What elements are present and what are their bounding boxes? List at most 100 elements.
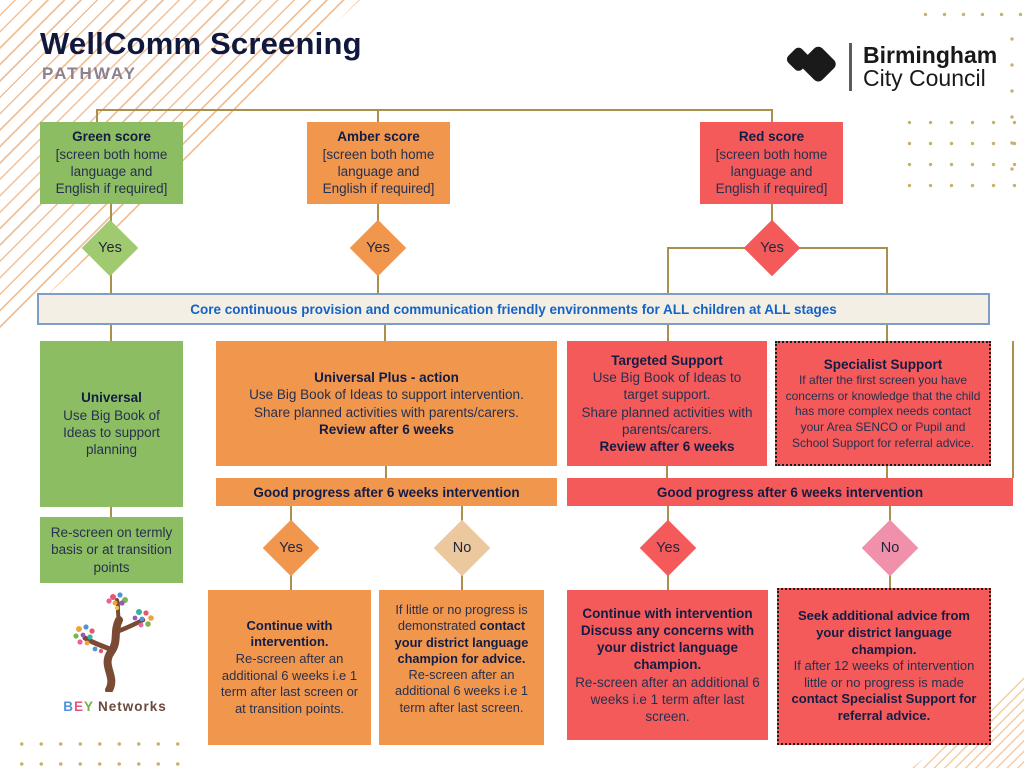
yes-label: Yes (98, 240, 122, 256)
amber-score-body: [screen both home language and English i… (322, 146, 435, 197)
amber-progress-no-diamond: No (434, 520, 490, 576)
connector (290, 575, 292, 590)
amber-score-title: Amber score (337, 129, 420, 145)
connector (96, 109, 98, 123)
rescreen-green-box: Re-screen on termly basis or at transiti… (40, 517, 183, 583)
page-title: WellComm Screening (40, 26, 362, 61)
green-yes-diamond: Yes (82, 220, 138, 276)
outcome-red-no-mid: If after 12 weeks of intervention little… (793, 658, 975, 690)
outcome-amber-yes-bold: Continue with intervention. (246, 617, 333, 650)
specialist-body: If after the first screen you have conce… (785, 373, 981, 450)
heart-logo-icon (786, 46, 836, 82)
connector (110, 325, 112, 341)
connector (886, 247, 888, 293)
connector (385, 466, 387, 478)
outcome-amber-no-rest: Re-screen after an additional 6 weeks i.… (394, 667, 529, 715)
connector-top-bus (97, 109, 773, 111)
progress-bar-red: Good progress after 6 weeks intervention (567, 478, 1013, 506)
connector (667, 575, 669, 590)
amber-progress-yes-diamond: Yes (263, 520, 319, 576)
amber-score-box: Amber score [screen both home language a… (307, 122, 450, 204)
universal-plus-line3: Review after 6 weeks (318, 421, 455, 437)
specialist-title: Specialist Support (823, 356, 943, 372)
universal-plus-title: Universal Plus - action (314, 369, 459, 385)
connector (667, 247, 747, 249)
connector (666, 466, 668, 478)
banner-text: Core continuous provision and communicat… (190, 301, 837, 317)
dot-pattern-right-block (899, 112, 1021, 188)
yes-label: Yes (656, 540, 680, 556)
universal-title: Universal (81, 390, 142, 406)
connector (461, 506, 463, 523)
no-label: No (880, 540, 900, 556)
birmingham-city-council-logo: Birmingham City Council (786, 38, 997, 96)
connector (771, 203, 773, 223)
universal-plus-line1: Use Big Book of Ideas to support interve… (249, 387, 524, 403)
red-progress-yes-diamond: Yes (640, 520, 696, 576)
targeted-support-box: Targeted Support Use Big Book of Ideas t… (567, 341, 767, 466)
connector (110, 273, 112, 293)
dot-pattern-bottom-left (12, 734, 194, 767)
outcome-red-no-bold2: contact Specialist Support for referral … (791, 691, 977, 724)
universal-body: Use Big Book of Ideas to support plannin… (63, 407, 160, 458)
outcome-amber-no-box: If little or no progress is demonstrated… (379, 590, 544, 745)
connector (771, 109, 773, 123)
outcome-amber-yes-rest: Re-screen after an additional 6 weeks i.… (220, 650, 359, 716)
red-score-title: Red score (738, 129, 805, 145)
red-score-box: Red score [screen both home language and… (700, 122, 843, 204)
connector (798, 247, 888, 249)
brand-text: Birmingham City Council (863, 41, 998, 91)
outcome-red-no-bold1: Seek additional advice from your distric… (798, 608, 970, 657)
tree-logo-icon (73, 592, 154, 694)
outcome-red-yes-bold: Continue with intervention Discuss any c… (580, 605, 755, 673)
amber-yes-diamond: Yes (350, 220, 406, 276)
green-score-box: Green score [screen both home language a… (40, 122, 183, 204)
connector (886, 325, 888, 341)
connector (886, 466, 888, 478)
brand-line1: Birmingham (863, 41, 998, 68)
outcome-amber-yes-box: Continue with intervention. Re-screen af… (208, 590, 371, 745)
green-score-body: [screen both home language and English i… (55, 146, 168, 197)
connector (667, 247, 669, 293)
connector (377, 109, 379, 123)
progress-bar-amber: Good progress after 6 weeks intervention (216, 478, 557, 506)
connector (377, 273, 379, 293)
brand-line2: City Council (863, 65, 986, 91)
yes-label: Yes (279, 540, 303, 556)
yes-label: Yes (760, 240, 784, 256)
targeted-line2: Share planned activities with parents/ca… (581, 404, 753, 437)
connector-right-edge (1012, 341, 1014, 478)
outcome-red-no-body: If after 12 weeks of intervention little… (787, 658, 981, 725)
red-progress-no-diamond: No (862, 520, 918, 576)
targeted-line1: Use Big Book of Ideas to target support. (592, 369, 742, 403)
logo-divider (849, 43, 852, 91)
connector (889, 506, 891, 523)
bey-letter-e: E (73, 699, 84, 714)
red-score-body: [screen both home language and English i… (715, 146, 828, 197)
outcome-amber-no-bold: contact your district language champion … (394, 618, 529, 666)
targeted-title: Targeted Support (611, 352, 723, 368)
outcome-amber-no-pre: If little or no progress is demonstrated (395, 602, 528, 634)
targeted-line3: Review after 6 weeks (599, 439, 735, 455)
outcome-red-yes-box: Continue with intervention Discuss any c… (567, 590, 768, 740)
connector (889, 575, 891, 588)
connector (290, 506, 292, 523)
bey-letter-y: Y (83, 699, 94, 714)
rescreen-green-text: Re-screen on termly basis or at transiti… (50, 525, 173, 575)
page-subtitle: PATHWAY (42, 64, 137, 83)
connector (377, 203, 379, 223)
outcome-red-no-box: Seek additional advice from your distric… (777, 588, 991, 745)
connector (110, 507, 112, 517)
universal-plus-line2: Share planned activities with parents/ca… (254, 404, 519, 420)
universal-plus-box: Universal Plus - action Use Big Book of … (216, 341, 557, 466)
universal-box: Universal Use Big Book of Ideas to suppo… (40, 341, 183, 507)
connector (667, 325, 669, 341)
tree-leaves (73, 592, 154, 654)
red-yes-diamond: Yes (744, 220, 800, 276)
core-provision-banner: Core continuous provision and communicat… (37, 293, 990, 325)
connector (461, 575, 463, 590)
outcome-red-yes-rest: Re-screen after an additional 6 weeks i.… (575, 674, 760, 725)
